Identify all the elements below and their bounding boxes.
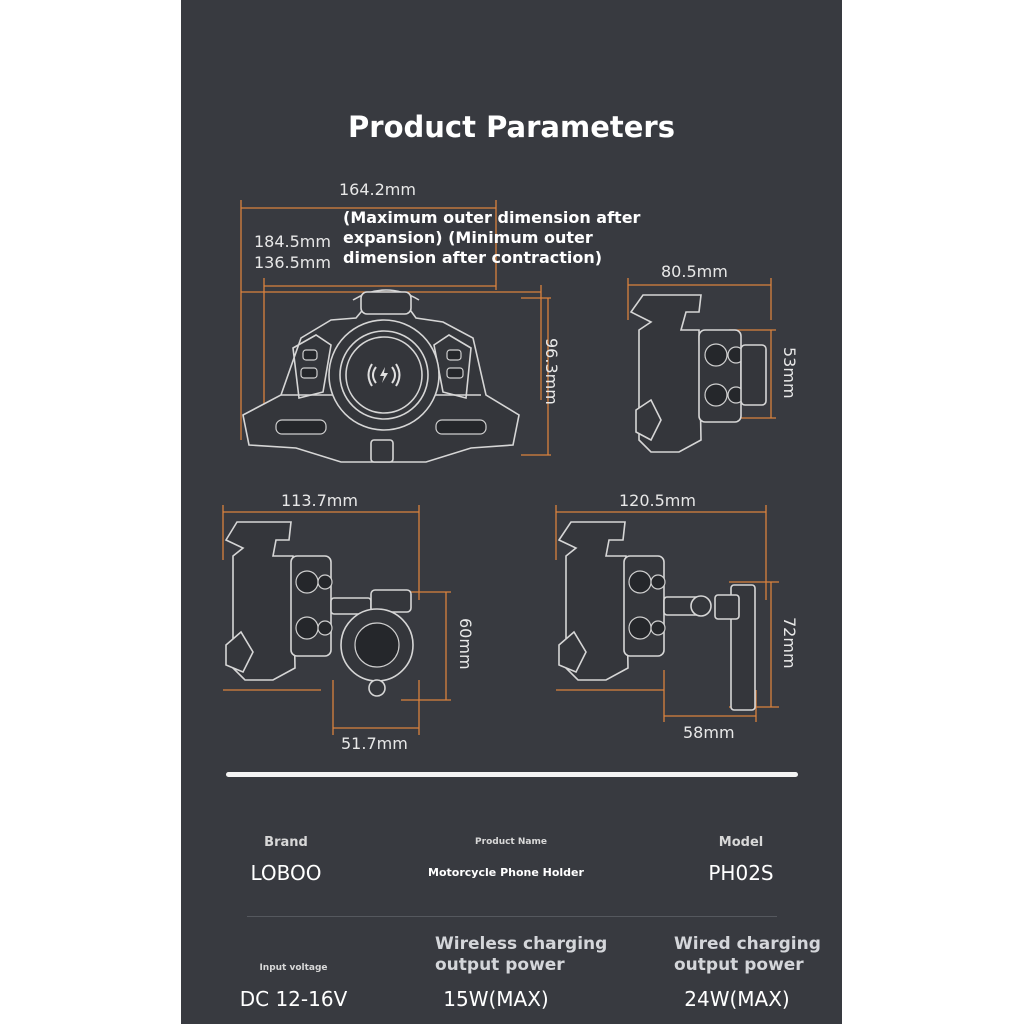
mirror-depth-label: 58mm [683,723,735,742]
contracted-width-label: 136.5mm [254,253,331,272]
specs-divider [247,916,777,917]
brand-value: LOBOO [250,861,322,885]
wireless-charging-value: 15W(MAX) [443,987,549,1011]
input-voltage-label: Input voltage [259,963,328,973]
wireless-charging-label: Wireless charging output power [435,934,608,975]
side-depth-label: 80.5mm [661,262,728,281]
product-parameters-panel: Product Parameters [181,0,842,1024]
input-voltage-value: DC 12-16V [239,987,348,1011]
front-width-label: 164.2mm [339,180,416,199]
mirror-height-label: 72mm [780,617,799,669]
expanded-width-label: 184.5mm [254,232,331,251]
wired-charging-label: Wired charging output power [674,934,821,975]
expansion-note: (Maximum outer dimension after expansion… [343,208,641,267]
side-view-diagram [627,278,776,453]
clamp-depth-label: 51.7mm [341,734,408,753]
mirror-view-diagram [555,505,779,722]
product-name-value: Motorcycle Phone Holder [428,866,584,879]
front-view-diagram [240,200,551,463]
wired-charging-value: 24W(MAX) [684,987,790,1011]
section-divider [226,772,798,777]
mirror-width-label: 120.5mm [619,491,696,510]
clamp-height-label: 60mm [456,618,475,670]
clamp-width-label: 113.7mm [281,491,358,510]
clamp-view-diagram [222,505,451,735]
page-title: Product Parameters [348,110,675,144]
model-value: PH02S [708,861,774,885]
side-mount-label: 53mm [780,347,799,399]
product-name-label: Product Name [475,837,547,847]
brand-label: Brand [264,835,308,850]
dimension-diagrams [222,200,779,735]
wireless-charging-icon [367,363,401,387]
model-label: Model [718,835,764,850]
front-height-label: 96.3mm [542,338,561,405]
